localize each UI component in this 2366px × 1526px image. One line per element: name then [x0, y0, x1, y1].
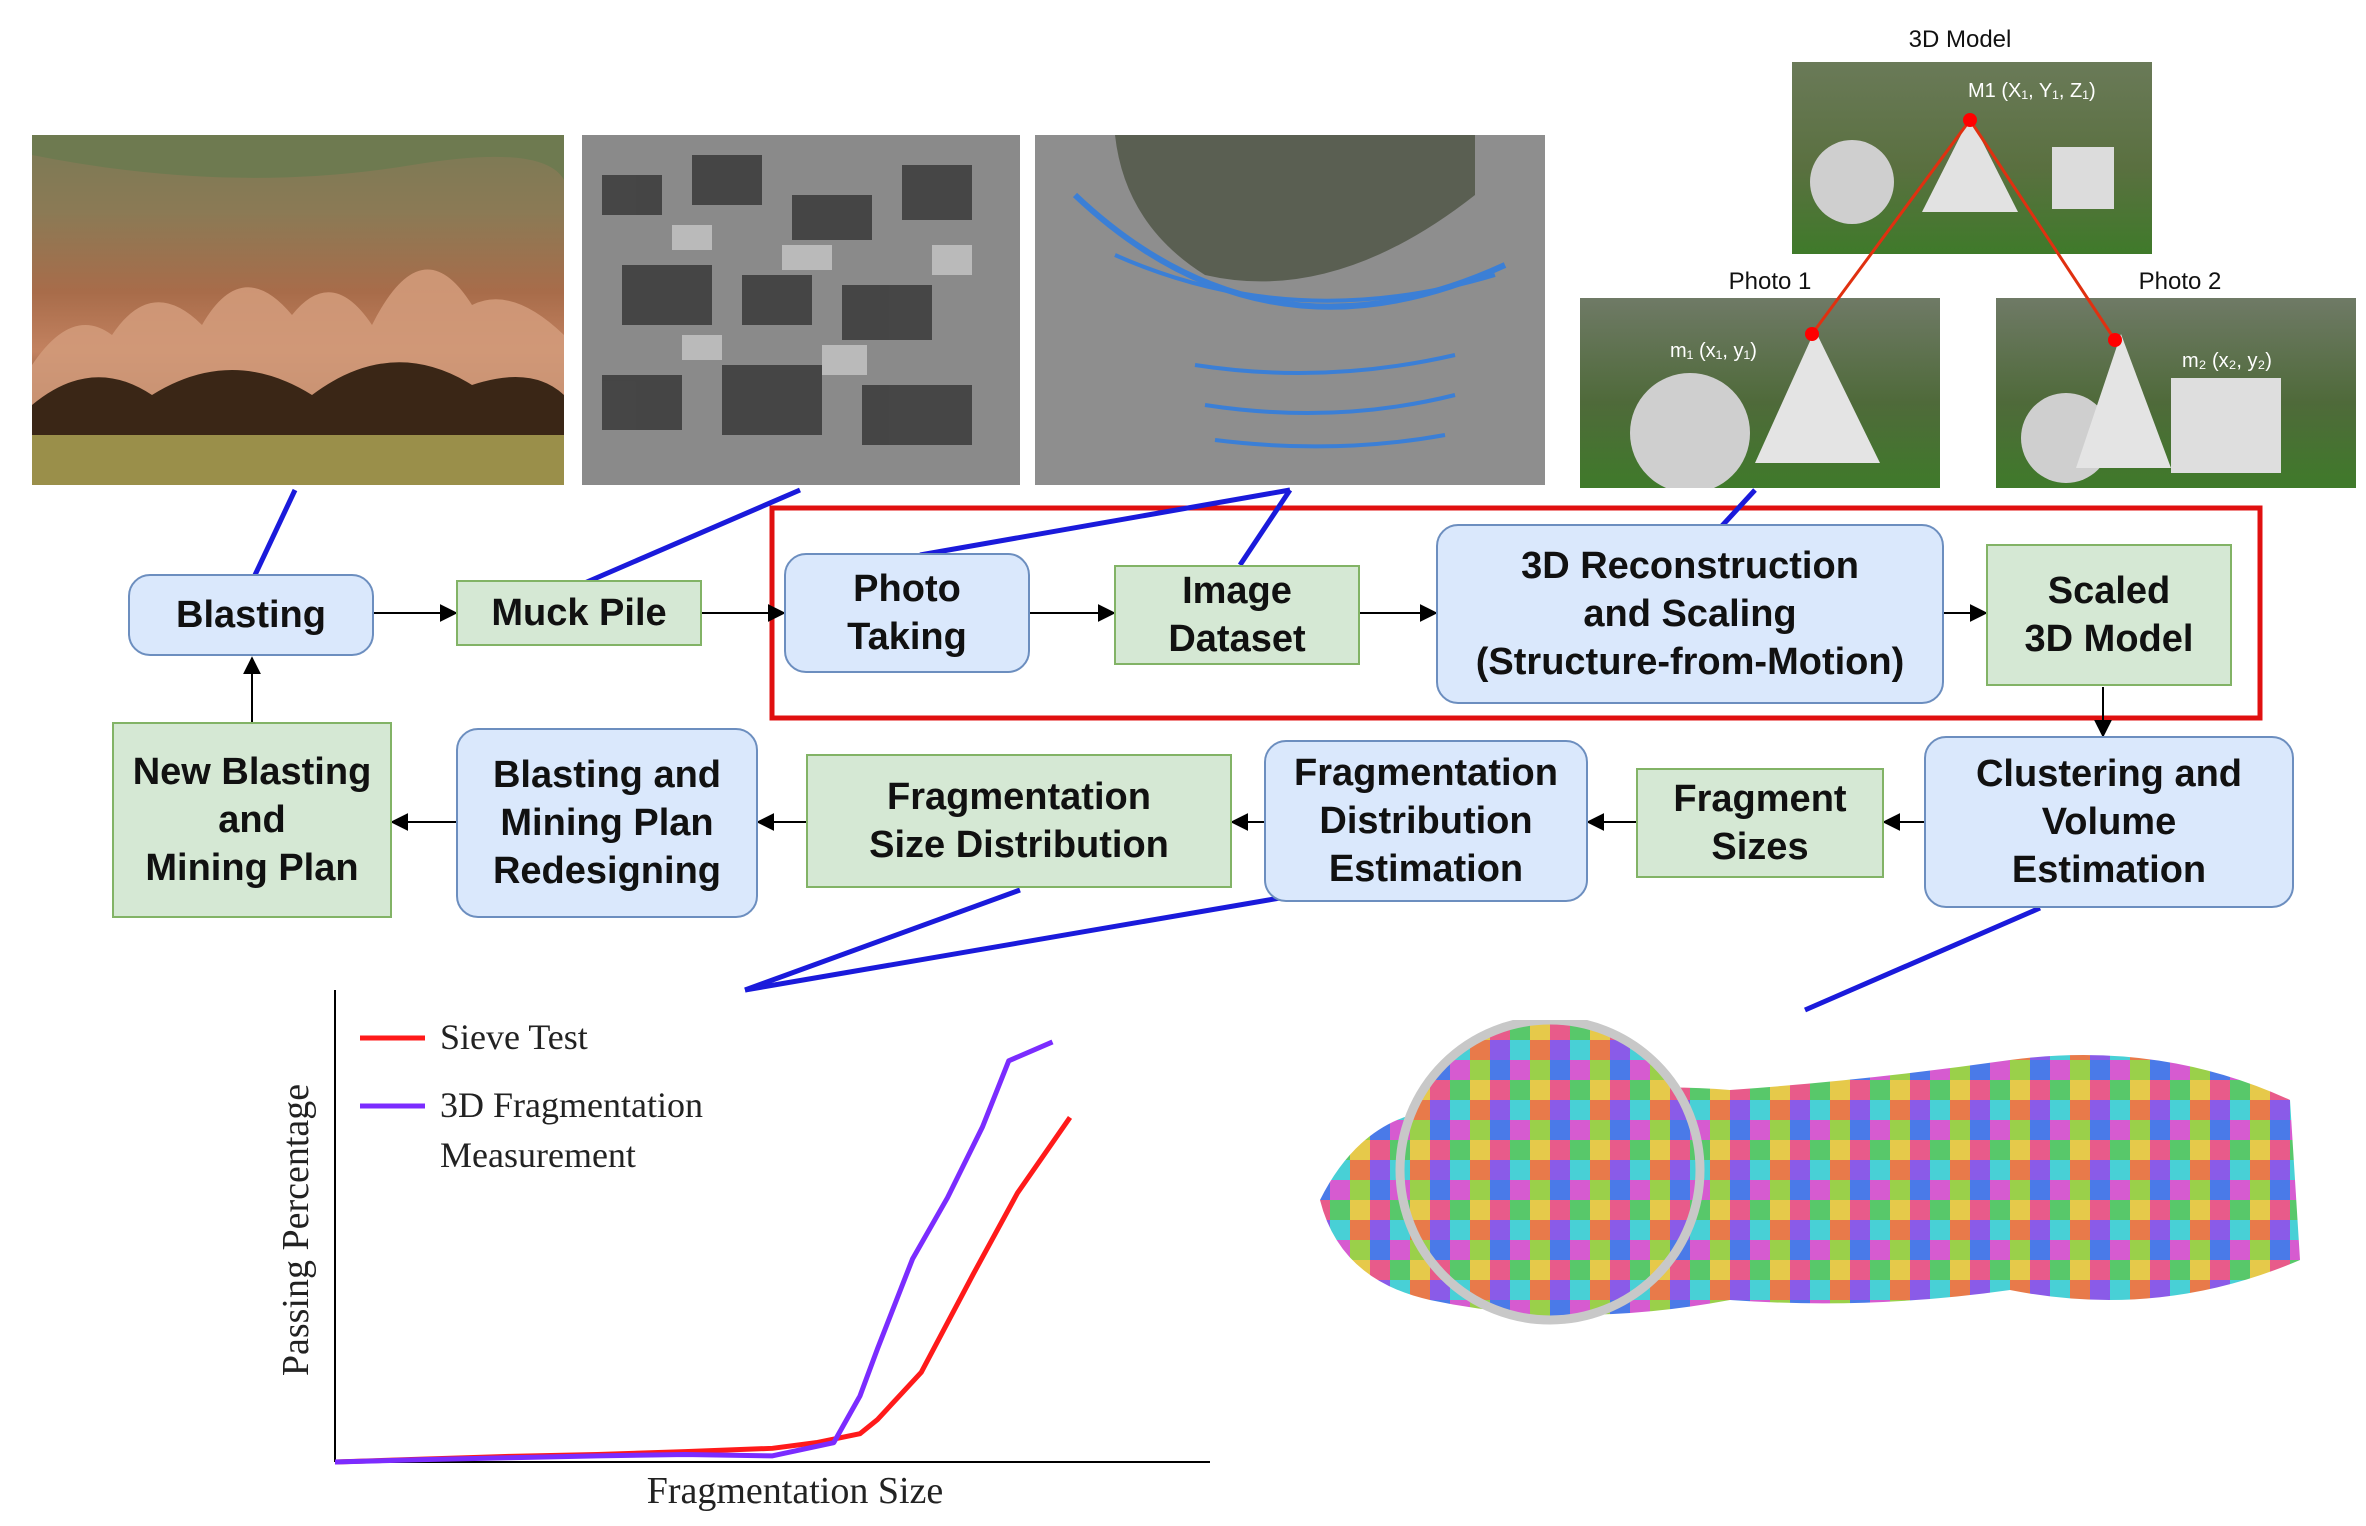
- legend-label-1: Sieve Test: [440, 1017, 588, 1057]
- muck-pile-node: Muck Pile: [456, 580, 702, 646]
- blasting-dust-graphic: [32, 135, 564, 485]
- y-axis-label: Passing Percentage: [275, 1084, 317, 1376]
- x-axis-label: Fragmentation Size: [647, 1470, 944, 1512]
- camera-positions-graphic: [1072, 135, 1507, 449]
- m1-photo1-label: m₁ (x₁, y₁): [1670, 340, 1757, 362]
- fragmentation-chart: Passing Percentage Fragmentation Size Si…: [275, 990, 1210, 1512]
- blasting-photo: [32, 135, 564, 485]
- image-dataset-node: Image Dataset: [1114, 565, 1360, 665]
- photo1-caption: Photo 1: [1728, 268, 1812, 295]
- photo2-objects-graphic: [2021, 334, 2281, 483]
- series-line-2: [334, 1039, 1054, 1465]
- photo2-point: [2108, 333, 2122, 347]
- muck-pile-photo: [582, 135, 1020, 485]
- photo1-point: [1805, 327, 1819, 341]
- fragment-cloud-graphic: [1320, 1020, 2300, 1325]
- rock-pile-graphic: [582, 135, 1020, 485]
- 3d-model-photo: [1792, 62, 2152, 254]
- photo2-caption: Photo 2: [2138, 268, 2222, 295]
- blasting-node: Blasting: [128, 574, 374, 656]
- m1-photo2-label: m₂ (x₂, y₂): [2182, 350, 2272, 372]
- reconstruction-node: 3D Reconstruction and Scaling (Structure…: [1436, 524, 1944, 704]
- scaled-model-node: Scaled 3D Model: [1986, 544, 2232, 686]
- model-caption: 3D Model: [1908, 26, 2012, 53]
- flow-arrows: [243, 604, 2112, 831]
- photo-taking-node: Photo Taking: [784, 553, 1030, 673]
- magnifier-circle: [1395, 1020, 1705, 1325]
- image-dataset-render: [1035, 135, 1545, 485]
- fragment-sizes-node: Fragment Sizes: [1636, 768, 1884, 878]
- series-layer: [334, 1039, 1073, 1465]
- redesign-node: Blasting and Mining Plan Redesigning: [456, 728, 758, 918]
- photo-2: [1996, 298, 2356, 488]
- model-point: [1963, 113, 1977, 127]
- photo1-objects-graphic: [1630, 330, 1880, 488]
- model-objects-graphic: [1810, 117, 2114, 224]
- clustering-node: Clustering and Volume Estimation: [1924, 736, 2294, 908]
- photo-1: [1580, 298, 1940, 488]
- photo-connectors: [252, 487, 2041, 1013]
- new-plan-node: New Blasting and Mining Plan: [112, 722, 392, 918]
- frag-size-dist-node: Fragmentation Size Distribution: [806, 754, 1232, 888]
- fragment-cloud: [1310, 1020, 2310, 1350]
- m1-label: M1 (X₁, Y₁, Z₁): [1968, 80, 2096, 102]
- frag-dist-est-node: Fragmentation Distribution Estimation: [1264, 740, 1588, 902]
